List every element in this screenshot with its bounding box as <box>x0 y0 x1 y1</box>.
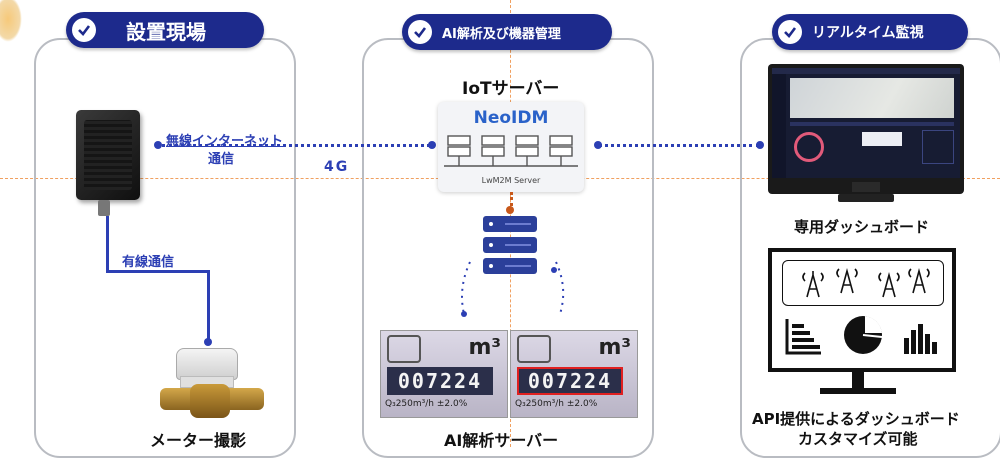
dashboard-screen <box>772 68 960 178</box>
antenna-icon <box>878 271 900 298</box>
server-rack-icon <box>444 135 578 167</box>
meter-capture-label: メーター撮影 <box>150 431 247 450</box>
bar-chart-icon <box>785 319 821 355</box>
neoidm-logo: NeoIDM <box>473 108 549 128</box>
wired-line-horizontal <box>106 270 210 273</box>
monitor-title-pill: リアルタイム監視 <box>772 14 968 50</box>
network-label: 4G <box>324 159 350 175</box>
api-dashboard-frame <box>768 248 956 372</box>
wireless-link-line <box>162 144 430 147</box>
api-frame-stand <box>852 372 864 390</box>
dashboard-link-line <box>598 144 760 147</box>
wired-line-down <box>207 270 210 342</box>
lwm2m-label: LwM2M Server <box>481 176 541 185</box>
link-dot-orange <box>506 206 514 214</box>
monitor-title: リアルタイム監視 <box>812 25 924 41</box>
api-frame-base <box>820 388 896 394</box>
link-dot <box>594 141 602 149</box>
neoidm-server-card: NeoIDM LwM2M Server <box>438 102 584 192</box>
monitor-icon <box>768 64 964 194</box>
wireless-label: 無線インターネット <box>166 134 284 149</box>
meter-link-arcs <box>461 261 565 317</box>
meter-reading: 007224 <box>387 367 493 395</box>
link-dot <box>756 141 764 149</box>
wired-label: 有線通信 <box>122 255 175 270</box>
pie-chart-icon <box>844 316 883 354</box>
meter-unit: m³ <box>598 335 631 360</box>
wired-line-vertical <box>106 216 109 272</box>
link-dot <box>204 338 212 346</box>
link-dot <box>154 141 162 149</box>
wireless-label-line2: 通信 <box>208 152 235 167</box>
site-title-pill: 設置現場 <box>66 12 264 48</box>
server-stack-icon <box>483 216 537 276</box>
meter-unit: m³ <box>468 335 501 360</box>
ai-title: AI解析及び機器管理 <box>442 26 561 42</box>
ai-title-pill: AI解析及び機器管理 <box>402 14 612 50</box>
monitor-stand <box>838 194 894 202</box>
server-link-line <box>510 192 513 212</box>
antenna-icon <box>802 271 824 298</box>
check-icon <box>778 20 802 44</box>
histogram-icon <box>904 324 937 354</box>
meter-reading-highlighted: 007224 <box>517 367 623 395</box>
gateway-connector <box>98 200 110 216</box>
gateway-device-icon <box>76 110 140 200</box>
water-meter-icon <box>160 348 264 424</box>
site-title: 設置現場 <box>126 19 206 44</box>
antenna-icon <box>908 267 930 294</box>
api-label-line1: API提供によるダッシュボード <box>752 410 960 428</box>
ai-server-label: AI解析サーバー <box>444 431 559 450</box>
meter-photo-1: m³ 007224 Q₃250m³/h ±2.0% <box>380 330 508 418</box>
iot-server-label: IoTサーバー <box>462 79 560 99</box>
antenna-panel <box>782 260 944 306</box>
api-label-line2: カスタマイズ可能 <box>798 430 918 448</box>
link-dot <box>428 141 436 149</box>
antenna-icon <box>836 267 858 294</box>
meter-rate: Q₃250m³/h ±2.0% <box>385 399 468 409</box>
corner-decoration <box>0 0 22 42</box>
meter-photo-2: m³ 007224 Q₃250m³/h ±2.0% <box>510 330 638 418</box>
meter-rate: Q₃250m³/h ±2.0% <box>515 399 598 409</box>
dashboard-label: 専用ダッシュボード <box>794 218 930 236</box>
check-icon <box>408 20 432 44</box>
check-icon <box>72 18 96 42</box>
